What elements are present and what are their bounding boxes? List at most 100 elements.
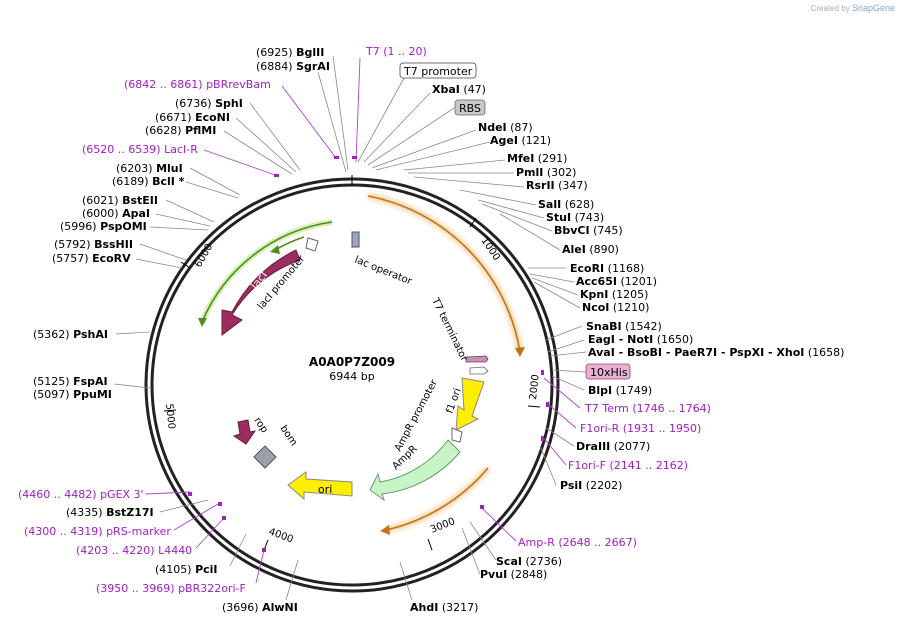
site-f1ori-r: F1ori-R (1931 .. 1950) xyxy=(580,422,701,435)
site-ppumi: (5097) PpuMI xyxy=(33,388,112,401)
site-sgrai: (6884) SgrAI xyxy=(256,60,330,73)
site-pgex3: (4460 .. 4482) pGEX 3' xyxy=(18,488,144,501)
ori-arrow xyxy=(287,471,353,501)
leader-avai xyxy=(549,351,587,357)
ruler-tick-2000 xyxy=(527,405,541,408)
plasmid-name: A0A0P7Z009 xyxy=(309,355,395,369)
leader-rbs xyxy=(367,107,455,166)
site-pbr322ori-f: (3950 .. 3969) pBR322ori-F xyxy=(96,582,246,595)
feature-bom: bom xyxy=(278,424,300,449)
site-pspomi: (5996) PspOMI xyxy=(60,220,147,233)
site-ecori: EcoRI (1168) xyxy=(570,262,644,275)
leader-draiii xyxy=(545,427,575,447)
snapgene-credit: Created by SnapGene xyxy=(811,3,895,13)
feature-ori: ori xyxy=(318,483,332,496)
site-alwni: (3696) AlwNI xyxy=(222,601,298,614)
primer-mark-l4440 xyxy=(222,516,226,520)
site-draiii: DraIII (2077) xyxy=(576,440,650,453)
site-econi: (6671) EcoNI xyxy=(155,111,230,124)
site-ndei: NdeI (87) xyxy=(478,121,533,134)
site-l4440: (4203 .. 4220) L4440 xyxy=(76,544,192,557)
left-labels: (6736) SphI (6671) EcoNI (6628) PflMI (6… xyxy=(18,97,298,614)
ruler-label-2000: 2000 xyxy=(528,374,542,400)
top-leaders xyxy=(281,55,491,173)
primer-mark-f1ori-r xyxy=(546,402,549,407)
leader-kpni xyxy=(531,277,579,296)
leader-prs-marker xyxy=(173,503,219,531)
leader-t7-promoter xyxy=(357,77,405,163)
primer-mark-pbrrevbam xyxy=(334,156,339,159)
leader-bglii xyxy=(332,55,349,171)
leader-bsteii xyxy=(165,199,215,223)
site-kpni: KpnI (1205) xyxy=(580,288,648,301)
leader-econi xyxy=(235,117,297,173)
lac-operator-box xyxy=(351,231,360,248)
leader-snabi xyxy=(545,325,583,341)
leader-pbr322ori-f xyxy=(255,549,265,584)
orange-arrow-1 xyxy=(515,347,525,357)
primer-mark-prs-marker xyxy=(218,502,222,506)
leader-pgex3 xyxy=(145,491,191,495)
site-apai: (6000) ApaI xyxy=(82,207,150,220)
leader-bstz17i xyxy=(159,499,209,513)
site-pvui: PvuI (2848) xyxy=(480,568,547,581)
site-prs-marker: (4300 .. 4319) pRS-marker xyxy=(24,525,171,538)
site-ecorv: (5757) EcoRV xyxy=(52,252,131,265)
site-ahdi: AhdI (3217) xyxy=(410,601,478,614)
ruler-label-3000: 3000 xyxy=(429,516,457,536)
site-pflmi: (6628) PflMI xyxy=(145,124,216,137)
leader-pspomi xyxy=(149,226,209,231)
leader-t7term xyxy=(543,377,581,409)
his-tag-box xyxy=(585,363,631,380)
site-bbvci: BbvCI (745) xyxy=(554,224,623,237)
leader-pbrrevbam xyxy=(281,85,337,159)
leader-sali xyxy=(459,189,537,206)
site-pshai: (5362) PshAI xyxy=(33,328,108,341)
site-sphi: (6736) SphI xyxy=(175,97,243,110)
primer-marks xyxy=(188,156,549,552)
leader-sphi xyxy=(249,102,301,171)
site-bcli: (6189) BclI * xyxy=(112,175,185,188)
leader-eagi xyxy=(547,339,585,353)
ruler-label-6000: 6000 xyxy=(193,242,215,270)
leader-pcii xyxy=(229,533,247,567)
left-leaders xyxy=(113,102,301,601)
site-pcii: (4105) PciI xyxy=(155,563,218,576)
site-bsshii: (5792) BssHII xyxy=(54,238,133,251)
site-agei: AgeI (121) xyxy=(490,134,551,147)
leader-sgrai xyxy=(317,71,347,173)
site-psii: PsiI (2202) xyxy=(560,479,622,492)
t7-promoter-label: T7 promoter xyxy=(403,65,473,78)
t7-terminator-glyph-2 xyxy=(469,366,489,375)
site-bstz17i: (4335) BstZ17I xyxy=(66,506,154,519)
leader-laci-r xyxy=(203,149,279,177)
leader-10xhis xyxy=(551,369,587,373)
site-bglii: (6925) BglII xyxy=(256,46,324,59)
credit-prefix: Created by xyxy=(810,4,850,13)
ampr-arrow xyxy=(369,439,461,502)
leader-bcli xyxy=(185,181,239,199)
primer-mark-f1ori-f xyxy=(541,436,544,441)
top-labels: (6925) BglII (6884) SgrAI T7 (1 .. 20) (… xyxy=(124,45,486,116)
leader-pflmi xyxy=(223,130,293,175)
plasmid-length: 6944 bp xyxy=(329,370,374,383)
feature-t7-terminator: T7 terminator xyxy=(429,296,470,364)
f1-ori-arrow xyxy=(455,377,485,431)
site-xbai: XbaI (47) xyxy=(432,83,486,96)
orange-arc-1 xyxy=(367,195,521,353)
green-arrow-inner xyxy=(270,245,280,254)
his-tag-label: 10xHis xyxy=(590,366,628,379)
right-leaders xyxy=(399,159,587,601)
site-t7: T7 (1 .. 20) xyxy=(365,45,427,58)
bom-shape xyxy=(253,445,277,469)
leader-ecorv xyxy=(135,258,183,269)
leader-f1ori-r xyxy=(547,403,577,429)
site-fspai: (5125) FspAI xyxy=(33,375,108,388)
site-pbrrevbam: (6842 .. 6861) pBRrevBam xyxy=(124,78,271,91)
primer-mark-pbr322ori-f xyxy=(262,548,266,552)
site-eagi-noti: EagI - NotI (1650) xyxy=(588,333,693,346)
leader-alei xyxy=(499,213,561,251)
site-pmlii: PmlI (302) xyxy=(516,166,576,179)
primer-mark-t7term xyxy=(541,370,544,375)
